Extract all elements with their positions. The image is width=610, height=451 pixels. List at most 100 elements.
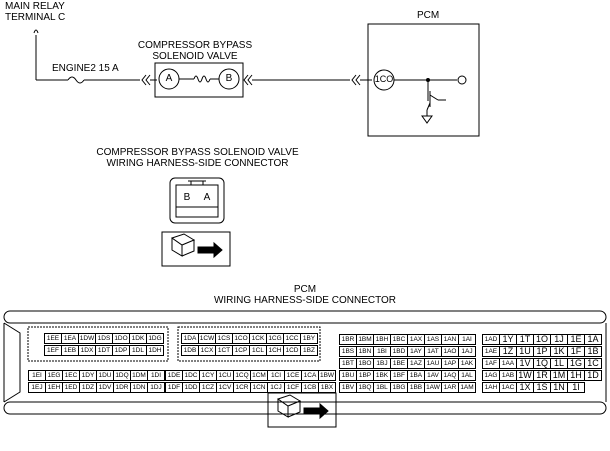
pcm-connector-title-line2: WIRING HARNESS-SIDE CONNECTOR [213, 295, 397, 306]
pcm-pin: 1V [516, 358, 534, 369]
connector-pin-a: A [203, 192, 211, 203]
pcm-pin: 1CC [283, 333, 301, 344]
pcm-connector-title-line1: PCM [293, 284, 317, 295]
valve-connector-title-line2: WIRING HARNESS-SIDE CONNECTOR [106, 158, 289, 169]
pcm-pin: 1CZ [199, 382, 217, 393]
pcm-pin: 1EA [61, 333, 79, 344]
pcm-pin: 1AO [441, 346, 459, 357]
pcm-pin: 1EJ [28, 382, 46, 393]
pcm-pin: 1DZ [79, 382, 97, 393]
pcm-pin: 1CD [283, 345, 301, 356]
pcm-pin: 1C [584, 358, 602, 369]
pcm-pin: 1CS [215, 333, 233, 344]
pcm-pin: 1BL [373, 382, 391, 393]
pcm-pin: 1AH [482, 382, 500, 393]
pcm-pin: 1DD [182, 382, 200, 393]
pcm-pin: 1BS [339, 346, 357, 357]
pcm-pin: 1AQ [441, 370, 459, 381]
pcm-pin: 1EG [45, 370, 63, 381]
pcm-pin: 1DV [96, 382, 114, 393]
pcm-pin: 1O [533, 334, 551, 345]
pcm-pin: 1ED [62, 382, 80, 393]
pcm-pin: 1EI [28, 370, 46, 381]
pcm-pin: 1CP [232, 345, 250, 356]
pcm-pin: 1BK [373, 370, 391, 381]
pcm-pin: 1DQ [113, 370, 131, 381]
pcm-pin: 1AT [424, 346, 442, 357]
pcm-pin: 1DH [146, 345, 164, 356]
pcm-top-label: PCM [417, 10, 440, 21]
pcm-pin: 1BY [300, 333, 318, 344]
pcm-pin: 1AG [482, 370, 500, 381]
valve-connector-title-line1: COMPRESSOR BYPASS SOLENOID VALVE [96, 147, 299, 158]
pcm-pin: 1CF [284, 382, 302, 393]
pcm-pin: 1EE [44, 333, 62, 344]
pcm-pin: 1DY [79, 370, 97, 381]
pcm-pin: 1BW [318, 370, 336, 381]
pcm-pin: 1BP [356, 370, 374, 381]
pcm-pin: 1DT [95, 345, 113, 356]
pcm-pin: 1AA [499, 358, 517, 369]
pcm-pin: 1AX [407, 334, 425, 345]
pcm-pin: 1BR [339, 334, 357, 345]
pcm-pin: 1I [567, 382, 585, 393]
pcm-pin: 1H [567, 370, 585, 381]
pcm-pin: 1CW [198, 333, 216, 344]
main-relay-label: MAIN RELAY [5, 1, 65, 12]
pcm-pin: 1DR [113, 382, 131, 393]
pcm-pin: 1CN [250, 382, 268, 393]
pcm-pin: 1U [516, 346, 534, 357]
pcm-pin: 1CL [249, 345, 267, 356]
pcm-pin: 1DF [165, 382, 183, 393]
pcm-pin: 1DE [165, 370, 183, 381]
pcm-pin: 1M [550, 370, 568, 381]
pcm-pin: 1EF [44, 345, 62, 356]
pcm-pin: 1F [567, 346, 585, 357]
pcm-pin: 1CE [284, 370, 302, 381]
pcm-pin: 1X [516, 382, 534, 393]
pcm-pin: 1EC [62, 370, 80, 381]
pcm-pin: 1CG [266, 333, 284, 344]
pcm-pin: 1DG [146, 333, 164, 344]
pcm-pin: 1AC [499, 382, 517, 393]
pcm-pin: 1BV [339, 382, 357, 393]
pcm-pin: 1AN [441, 334, 459, 345]
pcm-pin: 1CI [267, 370, 285, 381]
pcm-pin: 1BT [339, 358, 357, 369]
pcm-pin: 1AE [482, 346, 500, 357]
pcm-pin: 1BH [373, 334, 391, 345]
fuse-label: ENGINE2 15 A [52, 63, 119, 74]
pcm-pin: 1EH [45, 382, 63, 393]
pcm-pin: 1EB [61, 345, 79, 356]
pcm-pin: 1DN [130, 382, 148, 393]
pcm-pin: 1BQ [356, 382, 374, 393]
pcm-pin: 1S [533, 382, 551, 393]
pcm-pin: 1DK [129, 333, 147, 344]
pcm-pin: 1CQ [233, 370, 251, 381]
pcm-pin: 1R [533, 370, 551, 381]
pcm-pin: 1DL [129, 345, 147, 356]
pcm-pin: 1E [567, 334, 585, 345]
pcm-pin: 1DU [96, 370, 114, 381]
pcm-pin: 1AS [424, 334, 442, 345]
pcm-pin: 1BZ [300, 345, 318, 356]
pcm-pin: 1BA [407, 370, 425, 381]
pcm-pin: 1AV [424, 370, 442, 381]
pcm-pin: 1DX [78, 345, 96, 356]
pcm-pin: 1DS [95, 333, 113, 344]
pcm-pin: 1DP [112, 345, 130, 356]
pcm-pin: 1AY [407, 346, 425, 357]
pcm-pin: 1DB [181, 345, 199, 356]
pcm-pin: 1L [550, 358, 568, 369]
pcm-pin: 1D [584, 370, 602, 381]
pcm-pin: 1G [567, 358, 585, 369]
pcm-terminal-1co: 1CO [374, 74, 394, 84]
pcm-pin: 1DM [130, 370, 148, 381]
connector-pin-b: B [183, 192, 191, 203]
pcm-pin: 1J [550, 334, 568, 345]
pcm-pin: 1CB [301, 382, 319, 393]
pcm-pin: 1BN [356, 346, 374, 357]
pcm-pin: 1CJ [267, 382, 285, 393]
pcm-pin: 1CA [301, 370, 319, 381]
